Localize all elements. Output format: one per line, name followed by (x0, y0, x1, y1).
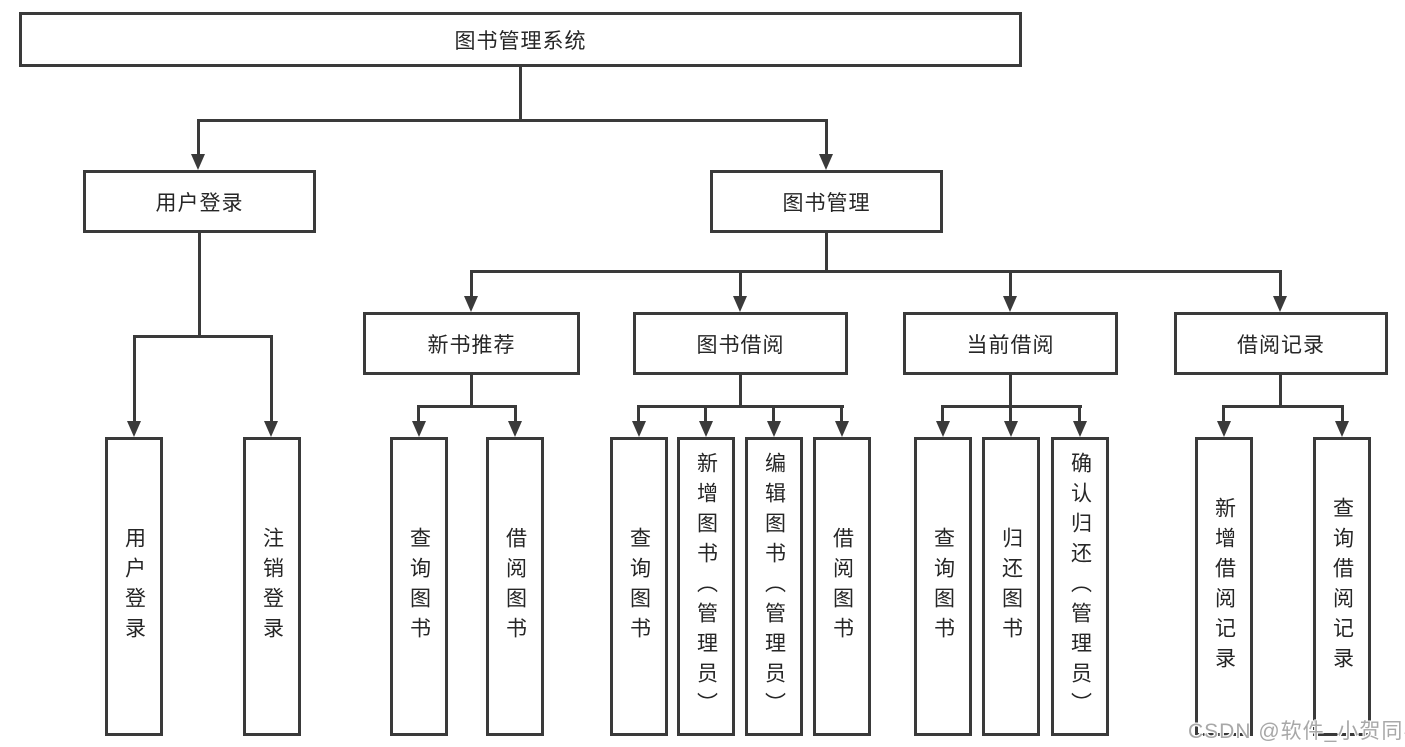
node-root: 图书管理系统 (19, 12, 1022, 67)
connector-drop-borrow-record (1279, 270, 1282, 298)
arrow-new-book-rec (464, 296, 478, 312)
connector-drop-br-query (1341, 405, 1344, 423)
leaf-bb-query-books-label: 查询图书 (627, 526, 651, 647)
node-book-borrow-label: 图书借阅 (696, 333, 785, 357)
arrow-cb-query (936, 421, 950, 437)
connector-drop-cb-query (941, 405, 944, 423)
node-user-login: 用户登录 (83, 170, 316, 233)
connector-book-mgmt-horizontal (470, 270, 1282, 273)
connector-drop-bb-query (637, 405, 640, 423)
leaf-bb-borrow-books-label: 借阅图书 (830, 526, 854, 647)
leaf-bb-add-books-admin-label: 新增图书（管理员） (694, 451, 718, 722)
arrow-br-add (1217, 421, 1231, 437)
leaf-bb-edit-books-admin: 编辑图书（管理员） (745, 437, 803, 736)
connector-root-stem (519, 65, 522, 121)
connector-borrow-record-stem (1279, 375, 1282, 407)
arrow-book-mgmt (819, 154, 833, 170)
leaf-br-add-record-label: 新增借阅记录 (1212, 496, 1236, 677)
connector-drop-bb-edit (772, 405, 775, 423)
connector-drop-book-mgmt (825, 119, 828, 156)
connector-drop-book-borrow (739, 270, 742, 298)
arrow-leaf-login (127, 421, 141, 437)
leaf-br-add-record: 新增借阅记录 (1195, 437, 1253, 736)
node-root-label: 图书管理系统 (454, 29, 587, 53)
connector-drop-cb-confirm (1078, 405, 1081, 423)
leaf-nb-query-books-label: 查询图书 (407, 526, 431, 647)
leaf-br-query-record-label: 查询借阅记录 (1330, 496, 1354, 677)
connector-book-borrow-stem (739, 375, 742, 407)
connector-user-login-stem (198, 233, 201, 337)
arrow-borrow-record (1273, 296, 1287, 312)
connector-root-horizontal (197, 119, 828, 122)
arrow-nb-query (412, 421, 426, 437)
leaf-bb-edit-books-admin-label: 编辑图书（管理员） (762, 451, 786, 722)
leaf-bb-add-books-admin: 新增图书（管理员） (677, 437, 735, 736)
arrow-br-query (1335, 421, 1349, 437)
connector-borrow-record-horizontal (1222, 405, 1344, 408)
node-new-book-rec-label: 新书推荐 (427, 333, 516, 357)
node-new-book-rec: 新书推荐 (363, 312, 580, 375)
connector-book-mgmt-stem (825, 233, 828, 273)
connector-drop-leaf-logout (270, 335, 273, 423)
connector-drop-leaf-login (133, 335, 136, 423)
leaf-cb-confirm-return-admin: 确认归还（管理员） (1051, 437, 1109, 736)
connector-drop-current-borrow (1009, 270, 1012, 298)
arrow-current-borrow (1003, 296, 1017, 312)
leaf-user-login: 用户登录 (105, 437, 163, 736)
arrow-bb-borrow (835, 421, 849, 437)
connector-drop-cb-return (1009, 405, 1012, 423)
leaf-user-login-label: 用户登录 (122, 526, 146, 647)
connector-new-book-rec-stem (470, 375, 473, 407)
node-book-mgmt-label: 图书管理 (782, 191, 871, 215)
node-user-login-label: 用户登录 (155, 191, 244, 215)
leaf-bb-query-books: 查询图书 (610, 437, 668, 736)
leaf-br-query-record: 查询借阅记录 (1313, 437, 1371, 736)
connector-new-book-rec-horizontal (417, 405, 517, 408)
csdn-watermark: CSDN @软件_小贺同学 (1188, 720, 1405, 743)
leaf-nb-query-books: 查询图书 (390, 437, 448, 736)
leaf-logout-label: 注销登录 (260, 526, 284, 647)
leaf-cb-confirm-return-admin-label: 确认归还（管理员） (1068, 451, 1092, 722)
node-current-borrow: 当前借阅 (903, 312, 1118, 375)
leaf-cb-return-books-label: 归还图书 (999, 526, 1023, 647)
node-borrow-record-label: 借阅记录 (1237, 333, 1325, 357)
arrow-cb-confirm (1073, 421, 1087, 437)
leaf-cb-return-books: 归还图书 (982, 437, 1040, 736)
connector-drop-br-add (1222, 405, 1225, 423)
leaf-cb-query-books-label: 查询图书 (931, 526, 955, 647)
arrow-leaf-logout (264, 421, 278, 437)
connector-drop-user-login (197, 119, 200, 156)
node-book-borrow: 图书借阅 (633, 312, 848, 375)
connector-book-borrow-horizontal (637, 405, 844, 408)
node-borrow-record: 借阅记录 (1174, 312, 1388, 375)
leaf-nb-borrow-books-label: 借阅图书 (503, 526, 527, 647)
connector-drop-new-book-rec (470, 270, 473, 298)
node-current-borrow-label: 当前借阅 (966, 333, 1055, 357)
leaf-nb-borrow-books: 借阅图书 (486, 437, 544, 736)
arrow-bb-add (699, 421, 713, 437)
connector-drop-nb-borrow (514, 405, 517, 423)
arrow-cb-return (1004, 421, 1018, 437)
connector-drop-bb-add (704, 405, 707, 423)
arrow-bb-query (632, 421, 646, 437)
connector-user-login-horizontal (133, 335, 273, 338)
leaf-bb-borrow-books: 借阅图书 (813, 437, 871, 736)
leaf-cb-query-books: 查询图书 (914, 437, 972, 736)
leaf-logout: 注销登录 (243, 437, 301, 736)
node-book-mgmt: 图书管理 (710, 170, 943, 233)
arrow-nb-borrow (508, 421, 522, 437)
arrow-user-login (191, 154, 205, 170)
arrow-book-borrow (733, 296, 747, 312)
arrow-bb-edit (767, 421, 781, 437)
connector-drop-nb-query (417, 405, 420, 423)
connector-current-borrow-stem (1009, 375, 1012, 407)
connector-drop-bb-borrow (840, 405, 843, 423)
